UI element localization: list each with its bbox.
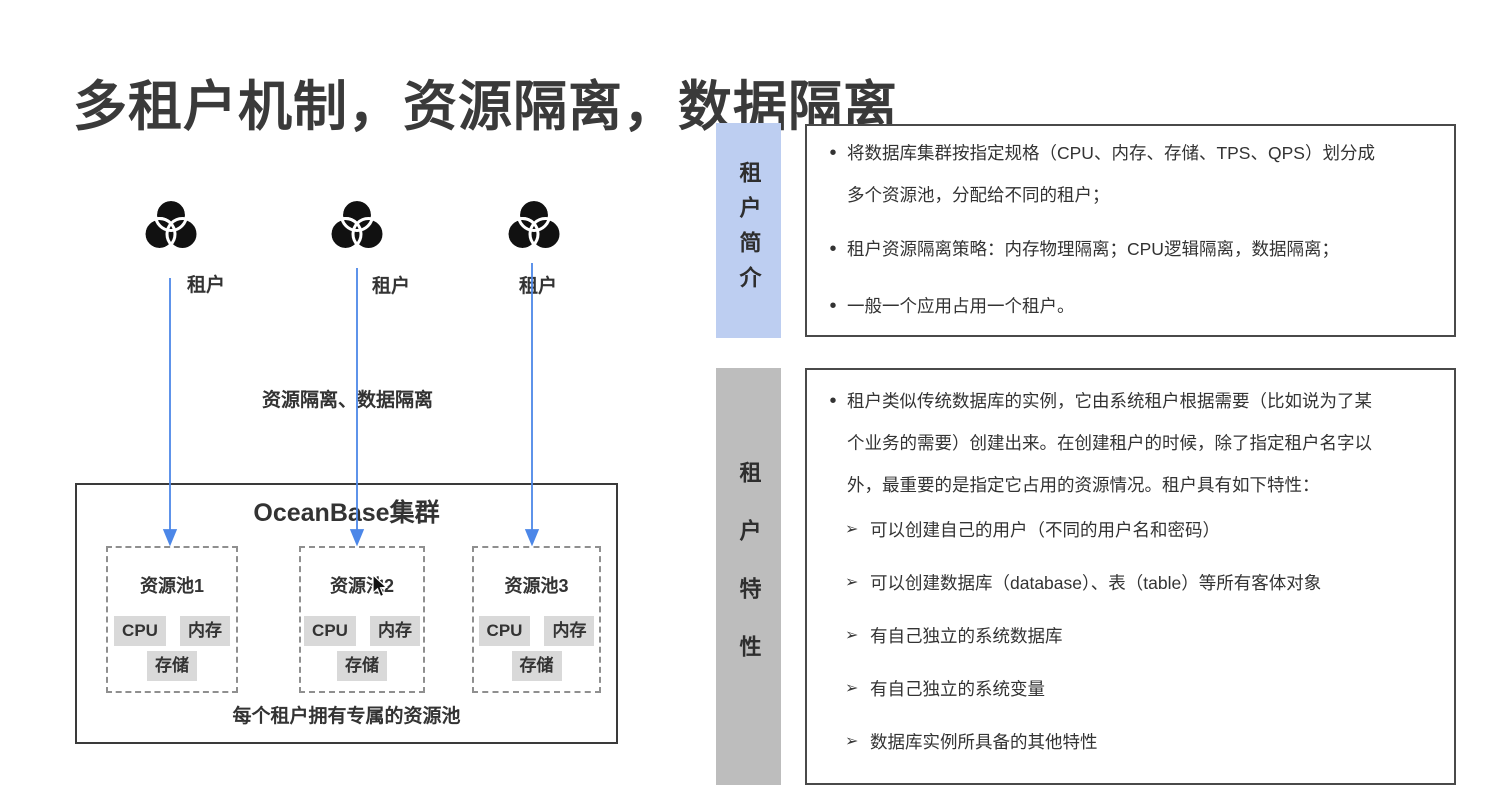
tenant-label: 租户 xyxy=(519,276,558,297)
intro-section-label: 租户简介 xyxy=(716,123,781,338)
oceanbase-cluster-box: OceanBase集群 资源池1 CPU 内存 存储 资源池2 CPU 内存 存… xyxy=(75,483,618,744)
feature-item-4: ➢ 有自己独立的系统变量 xyxy=(845,677,1426,701)
feature-item-4-text: 有自己独立的系统变量 xyxy=(870,679,1045,699)
cpu-chip: CPU xyxy=(304,616,356,646)
resource-pool-1: 资源池1 CPU 内存 存储 xyxy=(106,546,238,693)
bullet-dot-icon: • xyxy=(829,238,837,260)
arrow-bullet-icon: ➢ xyxy=(845,627,859,644)
arrow-bullet-icon: ➢ xyxy=(845,680,859,697)
intro-text-box: • 将数据库集群按指定规格（CPU、内存、存储、TPS、QPS）划分成 多个资源… xyxy=(805,124,1456,337)
intro-bullet-3: • 一般一个应用占用一个租户。 xyxy=(819,285,1426,327)
intro-bullet-1-line-2: 多个资源池，分配给不同的租户； xyxy=(847,185,1110,205)
tenant-label: 租户 xyxy=(187,275,226,296)
storage-chip: 存储 xyxy=(511,650,562,681)
resource-pool-3: 资源池3 CPU 内存 存储 xyxy=(472,546,601,693)
intro-bullet-1: • 将数据库集群按指定规格（CPU、内存、存储、TPS、QPS）划分成 多个资源… xyxy=(819,132,1426,216)
intro-bullet-2-line-1: 租户资源隔离策略：内存物理隔离；CPU逻辑隔离，数据隔离； xyxy=(847,239,1339,259)
feature-item-5-text: 数据库实例所具备的其他特性 xyxy=(870,732,1098,752)
tenant-label: 租户 xyxy=(372,276,411,297)
storage-chip: 存储 xyxy=(147,650,197,681)
feature-item-1: ➢ 可以创建自己的用户（不同的用户名和密码） xyxy=(845,518,1426,542)
features-paragraph-line-3: 外，最重要的是指定它占用的资源情况。租户具有如下特性： xyxy=(847,475,1320,495)
feature-item-3-text: 有自己独立的系统数据库 xyxy=(870,626,1063,646)
cpu-chip: CPU xyxy=(114,616,166,646)
tenant-group-icon xyxy=(328,198,386,251)
intro-bullet-3-line-1: 一般一个应用占用一个租户。 xyxy=(847,296,1075,316)
feature-item-1-text: 可以创建自己的用户（不同的用户名和密码） xyxy=(870,520,1220,540)
isolation-caption: 资源隔离、数据隔离 xyxy=(262,390,434,411)
tenant-group-icon xyxy=(505,198,563,251)
feature-item-2-text: 可以创建数据库（database）、表（table）等所有客体对象 xyxy=(870,573,1322,593)
bullet-dot-icon: • xyxy=(829,295,837,317)
features-section-label: 租户特性 xyxy=(716,368,781,785)
memory-chip: 内存 xyxy=(179,616,230,646)
bullet-dot-icon: • xyxy=(829,390,837,412)
arrow-bullet-icon: ➢ xyxy=(845,574,859,591)
pool-name: 资源池3 xyxy=(504,576,569,596)
features-paragraph-line-2: 个业务的需要）创建出来。在创建租户的时候，除了指定租户名字以 xyxy=(847,433,1372,453)
intro-bullet-1-line-1: 将数据库集群按指定规格（CPU、内存、存储、TPS、QPS）划分成 xyxy=(847,143,1375,163)
features-paragraph: • 租户类似传统数据库的实例，它由系统租户根据需要（比如说为了某 个业务的需要）… xyxy=(819,380,1426,506)
tenant-group-icon xyxy=(142,198,200,251)
arrow-bullet-icon: ➢ xyxy=(845,733,859,750)
resource-pool-2: 资源池2 CPU 内存 存储 xyxy=(299,546,425,693)
features-paragraph-line-1: 租户类似传统数据库的实例，它由系统租户根据需要（比如说为了某 xyxy=(847,391,1372,411)
pool-name: 资源池1 xyxy=(139,576,204,596)
feature-item-5: ➢ 数据库实例所具备的其他特性 xyxy=(845,730,1426,754)
mouse-cursor-icon xyxy=(372,574,388,598)
memory-chip: 内存 xyxy=(544,616,595,646)
feature-item-3: ➢ 有自己独立的系统数据库 xyxy=(845,624,1426,648)
cluster-caption: 每个租户拥有专属的资源池 xyxy=(232,706,461,727)
bullet-dot-icon: • xyxy=(829,142,837,164)
memory-chip: 内存 xyxy=(369,616,420,646)
feature-item-2: ➢ 可以创建数据库（database）、表（table）等所有客体对象 xyxy=(845,571,1426,595)
storage-chip: 存储 xyxy=(337,650,387,681)
cpu-chip: CPU xyxy=(478,616,531,646)
arrow-bullet-icon: ➢ xyxy=(845,521,859,538)
features-text-box: • 租户类似传统数据库的实例，它由系统租户根据需要（比如说为了某 个业务的需要）… xyxy=(805,368,1456,785)
intro-bullet-2: • 租户资源隔离策略：内存物理隔离；CPU逻辑隔离，数据隔离； xyxy=(819,228,1426,270)
cluster-title: OceanBase集群 xyxy=(253,499,440,527)
